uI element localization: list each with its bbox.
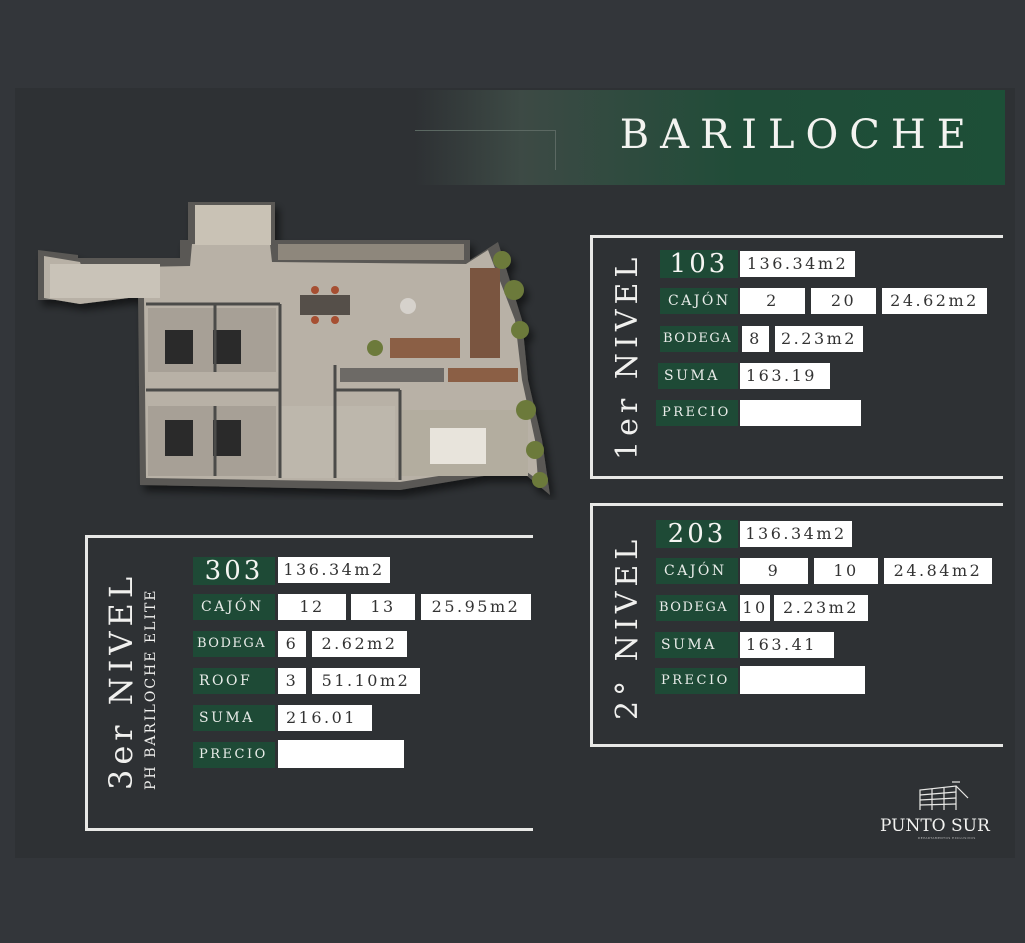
level-1-unit: 103	[660, 250, 738, 278]
level-2-suma-value: 163.41	[740, 632, 834, 658]
level-2-frame	[590, 503, 1003, 747]
level-3-cajon-area: 25.95m2	[421, 594, 531, 620]
level-3-cajon-label: CAJÓN	[193, 594, 275, 620]
logo-text: PUNTO SUR	[880, 816, 990, 836]
level-1-cajon-b: 20	[811, 288, 876, 314]
level-1-suma-label: SUMA	[658, 363, 738, 389]
level-2-precio-value	[740, 666, 865, 694]
level-3-name: 3er NIVEL	[102, 571, 140, 790]
level-2-unit: 203	[656, 520, 738, 548]
level-1-bodega-n: 8	[742, 326, 769, 352]
level-3-suma-value: 216.01	[278, 705, 372, 731]
level-3-unit: 303	[193, 557, 275, 585]
punto-sur-logo: PUNTO SUR DEPARTAMENTOS EXCLUSIVOS	[880, 780, 1000, 840]
level-2-bodega-area: 2.23m2	[774, 595, 868, 621]
level-3-cajon-b: 13	[351, 594, 415, 620]
level-2-cajon-a: 9	[740, 558, 808, 584]
title-banner: BARILOCHE	[415, 90, 1005, 185]
level-3-frame	[85, 535, 533, 831]
level-1-cajon-label: CAJÓN	[660, 288, 738, 314]
level-1-bodega-label: BODEGA	[660, 326, 738, 352]
banner-divider	[555, 130, 556, 170]
level-1-precio-value	[740, 400, 861, 426]
level-3-roof-label: ROOF	[193, 668, 275, 694]
level-1-area: 136.34m2	[740, 251, 855, 277]
banner-line	[415, 130, 555, 131]
level-3-bodega-n: 6	[278, 631, 306, 657]
level-2-name: 2° NIVEL	[610, 534, 645, 720]
level-3-bodega-label: BODEGA	[193, 631, 275, 657]
floor-plan-image	[38, 202, 550, 495]
level-3-precio-value	[278, 740, 404, 768]
level-3-roof-n: 3	[278, 668, 306, 694]
level-1-bodega-area: 2.23m2	[775, 326, 863, 352]
level-3-suma-label: SUMA	[193, 705, 275, 731]
level-3-area: 136.34m2	[278, 557, 390, 583]
level-3-precio-label: PRECIO	[193, 742, 275, 768]
level-2-suma-label: SUMA	[655, 632, 738, 658]
logo-subtitle: DEPARTAMENTOS EXCLUSIVOS	[918, 836, 976, 840]
level-1-name: 1er NIVEL	[610, 252, 645, 460]
level-2-precio-label: PRECIO	[655, 668, 738, 694]
level-2-cajon-label: CAJÓN	[656, 558, 738, 584]
level-2-bodega-n: 10	[740, 595, 770, 621]
level-1-precio-label: PRECIO	[656, 400, 738, 426]
level-2-area: 136.34m2	[740, 521, 852, 547]
level-1-frame	[590, 235, 1003, 479]
level-2-cajon-area: 24.84m2	[884, 558, 992, 584]
level-1-suma-value: 163.19	[740, 363, 830, 389]
level-3-roof-area: 51.10m2	[312, 668, 420, 694]
level-2-bodega-label: BODEGA	[656, 595, 738, 621]
page-title: BARILOCHE	[619, 112, 977, 158]
level-3-subtitle: PH BARILOCHE ELITE	[143, 588, 159, 790]
building-icon	[919, 781, 969, 810]
level-3-cajon-a: 12	[278, 594, 346, 620]
level-2-cajon-b: 10	[814, 558, 878, 584]
level-1-cajon-a: 2	[740, 288, 805, 314]
level-3-bodega-area: 2.62m2	[312, 631, 407, 657]
level-1-cajon-area: 24.62m2	[882, 288, 987, 314]
